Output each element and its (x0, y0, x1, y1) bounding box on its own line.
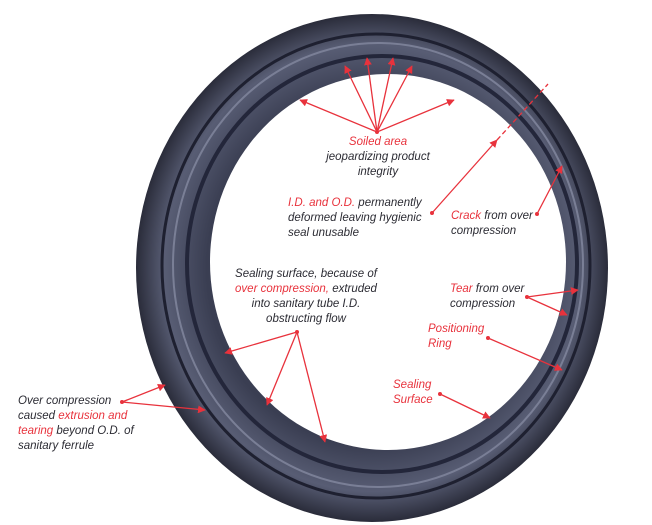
label-red: Soiled area (348, 136, 408, 148)
label-line: Positioning (428, 323, 485, 335)
gasket-rib (172, 42, 584, 488)
label-line: Ring (428, 338, 452, 350)
label-line: extruded (329, 283, 377, 295)
annotation-arrows (121, 57, 579, 443)
label-red: Crack (451, 210, 482, 222)
label-positioning-ring: Positioning Ring (428, 322, 484, 352)
label-line: into sanitary tube I.D. (251, 298, 361, 310)
label-line: Surface (393, 394, 433, 406)
label-line: Over compression (18, 395, 112, 407)
label-line: permanently (355, 197, 422, 209)
label-red: Tear (450, 283, 473, 295)
label-line: caused (18, 410, 59, 422)
label-line: compression (450, 298, 516, 310)
label-red: extrusion and (58, 410, 128, 422)
label-line: jeopardizing product (326, 151, 430, 163)
label-line: beyond O.D. of (53, 425, 134, 437)
gasket-groove-inner (185, 54, 579, 474)
label-line: Sealing (393, 379, 432, 391)
annotation-dots (120, 130, 539, 404)
gasket-hole (210, 74, 566, 450)
label-line: compression (451, 225, 517, 237)
label-line: deformed leaving hygienic (288, 212, 422, 224)
label-line: from over (481, 210, 533, 222)
label-tear: Tear from over compression (450, 282, 524, 312)
label-sealing-extruded: Sealing surface, because of over compres… (220, 267, 392, 327)
label-over-compression: Over compression caused extrusion and te… (18, 394, 134, 454)
label-red: tearing (18, 425, 54, 437)
label-line: obstructing flow (266, 313, 346, 325)
label-line: sanitary ferrule (18, 440, 95, 452)
label-line: integrity (357, 166, 399, 178)
label-red: I.D. and O.D. (288, 197, 356, 209)
label-line: from over (472, 283, 525, 295)
label-line: seal unusable (288, 227, 359, 239)
label-crack: Crack from over compression (451, 209, 533, 239)
label-id-od-deformed: I.D. and O.D. permanently deformed leavi… (288, 196, 422, 241)
label-red: over compression, (235, 283, 329, 295)
label-sealing-surface: Sealing Surface (393, 378, 433, 408)
label-soiled-area: Soiled area jeopardizing product integri… (298, 135, 458, 180)
gasket-groove (160, 32, 592, 500)
label-line: Sealing surface, because of (235, 268, 377, 280)
